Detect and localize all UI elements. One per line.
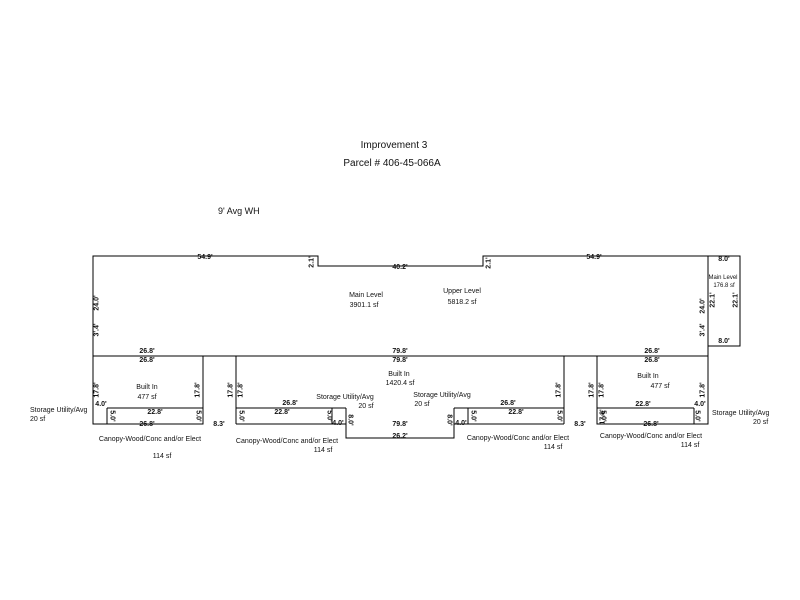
dim-center-built-left: 17.8': [227, 382, 235, 398]
dim-canopy-inner-1: 22.8': [147, 409, 163, 416]
dim-step-right: 2.1': [485, 257, 493, 269]
small-main-level-area: 176.8 sf: [713, 283, 735, 289]
dim-gap-left: 8.3': [213, 421, 225, 428]
dim-gap-right: 8.3': [574, 421, 586, 428]
dim-small-right: 22.1': [732, 292, 740, 308]
dim-top-middle: 40.2': [392, 264, 408, 271]
storage-center-right-name: Storage Utility/Avg: [413, 392, 471, 399]
dim-left-built-right: 17.8': [194, 382, 202, 398]
left-built-in-outline: [92, 356, 204, 425]
dim-top-left: 54.9': [197, 254, 213, 261]
center-built-in-outline: [235, 355, 565, 424]
right-built-in-name: Built In: [637, 373, 659, 380]
diagram-title: Improvement 3: [360, 140, 428, 151]
storage-center-left-area: 20 sf: [358, 403, 374, 410]
storage-far-right-name: Storage Utility/Avg: [712, 410, 770, 417]
main-level-area: 3901.1 sf: [349, 302, 379, 309]
dim-small-bottom: 8.0': [718, 338, 730, 345]
dim-depth-a: 5.0': [108, 410, 116, 422]
center-lower-bump: [345, 408, 455, 439]
dim-depth-c: 5.0': [237, 410, 245, 422]
canopy-1-name: Canopy-Wood/Conc and/or Elect: [98, 436, 202, 443]
dim-canopy-outer-4: 26.8': [643, 421, 659, 428]
dim-right-side-upper: 24.0': [699, 298, 707, 314]
dim-canopy-inner-3: 22.8': [508, 409, 524, 416]
dim-center-low-top: 79.8': [392, 421, 408, 428]
dim-left-built-top: 26.8': [139, 348, 155, 355]
storage-center-left-name: Storage Utility/Avg: [316, 394, 374, 401]
right-built-in-outline: [596, 356, 709, 425]
dim-right-built-right: 17.8': [699, 382, 707, 398]
dim-depth-d: 5.0': [325, 410, 333, 422]
small-main-level-box: [707, 255, 741, 347]
canopy-3-area: 114 sf: [543, 444, 563, 451]
dim-canopy-outer-2: 26.8': [282, 400, 298, 407]
upper-level-area: 5818.2 sf: [447, 299, 477, 306]
dim-right-side-lower: 3'.4': [699, 323, 707, 337]
dim-left-side-lower: 3'.4': [93, 323, 101, 337]
dim-center-built-top-2: 79.8': [392, 357, 408, 364]
main-outline-top: [92, 255, 709, 356]
left-built-in-name: Built In: [136, 384, 158, 391]
dim-storage-width-center-left: 4.0': [332, 420, 344, 427]
dim-center-built-right-2: 17.8': [588, 382, 596, 398]
canopy-1-area: 114 sf: [152, 453, 172, 460]
dim-top-right: 54.9': [586, 254, 602, 261]
dim-depth-f: 5.0': [555, 410, 563, 422]
dim-right-built-top-2: 26.8': [644, 357, 660, 364]
dim-canopy-outer-3: 26.8': [500, 400, 516, 407]
storage-center-right-area: 20 sf: [414, 401, 430, 408]
wall-height-note: 9' Avg WH: [218, 206, 260, 216]
right-built-in-area: 477 sf: [650, 383, 670, 390]
dim-depth-b: 5.0': [194, 410, 202, 422]
center-built-in-area: 1420.4 sf: [385, 380, 415, 387]
dim-canopy-outer-1: 26.8': [139, 421, 155, 428]
canopy-2-area: 114 sf: [313, 447, 333, 454]
dim-center-low-bottom: 26.2': [392, 433, 408, 440]
dim-center-built-top: 79.8': [392, 348, 408, 355]
dim-storage-width-far-left: 4.0': [95, 401, 107, 408]
dim-center-low-right: 8.0': [445, 414, 453, 426]
dim-right-built-left: 17.8': [598, 382, 606, 398]
center-built-in-name: Built In: [388, 371, 410, 378]
dim-storage-width-center-right: 4.0': [455, 420, 467, 427]
dim-depth-h: 5.0': [693, 410, 701, 422]
storage-far-right-area: 20 sf: [753, 419, 769, 426]
canopy-4-area: 114 sf: [680, 442, 700, 449]
canopy-2-name: Canopy-Wood/Conc and/or Elect: [235, 438, 339, 445]
dim-left-side-upper: 24.0': [93, 295, 101, 311]
dim-center-low-left: 8.0': [346, 414, 354, 426]
dim-small-top: 8.0': [718, 256, 730, 263]
dim-depth-g: 5.0': [599, 410, 607, 422]
storage-far-left-name: Storage Utility/Avg: [30, 407, 88, 414]
dim-small-left: 22.1': [709, 292, 717, 308]
dim-storage-width-far-right: 4.0': [694, 401, 706, 408]
upper-level-name: Upper Level: [443, 288, 481, 295]
canopy-3-name: Canopy-Wood/Conc and/or Elect: [466, 435, 570, 442]
dim-depth-e: 5.0': [469, 410, 477, 422]
dim-center-built-right: 17.8': [555, 382, 563, 398]
canopy-4-name: Canopy-Wood/Conc and/or Elect: [599, 433, 703, 440]
left-built-in-area: 477 sf: [137, 394, 157, 401]
small-main-level-name: Main Level: [708, 275, 738, 281]
main-level-name: Main Level: [349, 292, 383, 299]
dim-right-built-top: 26.8': [644, 348, 660, 355]
dim-canopy-inner-2: 22.8': [274, 409, 290, 416]
dim-left-built-left: 17.8': [93, 382, 101, 398]
storage-far-left-area: 20 sf: [30, 416, 46, 423]
dim-step-left: 2.1': [308, 256, 316, 268]
parcel-number: Parcel # 406-45-066A: [343, 158, 441, 169]
dim-canopy-inner-4: 22.8': [635, 401, 651, 408]
dim-left-built-top-2: 26.8': [139, 357, 155, 364]
dim-center-built-left-2: 17.8': [237, 382, 245, 398]
